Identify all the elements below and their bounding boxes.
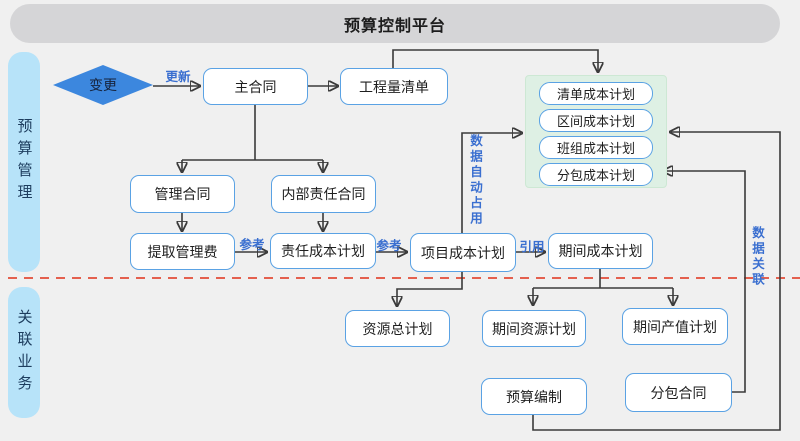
node-budget-compile: 预算编制: [481, 378, 587, 415]
node-period-output-plan: 期间产值计划: [622, 308, 728, 345]
section-label-budget-management: 预算管理: [8, 52, 40, 272]
edge-label-data-link: 数据关联: [750, 226, 764, 288]
cost-plan-group: 清单成本计划 区间成本计划 班组成本计划 分包成本计划: [525, 75, 667, 188]
node-period-resource-plan: 期间资源计划: [482, 310, 586, 347]
edge-subcontract-to-subplan: [664, 171, 746, 393]
node-boq: 工程量清单: [340, 68, 448, 105]
page-title: 预算控制平台: [10, 4, 780, 43]
edge-label-ref-2: 参考: [376, 239, 402, 253]
change-diamond: 变更: [53, 65, 153, 105]
node-project-cost-plan: 项目成本计划: [410, 233, 516, 272]
edge-label-auto-occupy: 数据自动占用: [468, 134, 482, 227]
node-mgmt-fee: 提取管理费: [130, 233, 235, 270]
node-subcontract-cost-plan: 分包成本计划: [539, 163, 653, 186]
node-subcontract: 分包合同: [625, 373, 732, 412]
node-range-cost-plan: 区间成本计划: [539, 109, 653, 132]
node-resource-total-plan: 资源总计划: [345, 310, 450, 347]
node-list-cost-plan: 清单成本计划: [539, 82, 653, 105]
node-main-contract: 主合同: [203, 68, 308, 105]
edge-label-update: 更新: [165, 70, 191, 84]
node-resp-cost-plan: 责任成本计划: [270, 233, 376, 269]
node-internal-contract: 内部责任合同: [271, 175, 376, 213]
edge-label-cite: 引用: [519, 240, 545, 254]
node-crew-cost-plan: 班组成本计划: [539, 136, 653, 159]
node-mgmt-contract: 管理合同: [130, 175, 235, 213]
edge-label-ref-1: 参考: [239, 238, 265, 252]
section-label-related-business: 关联业务: [8, 287, 40, 418]
section-divider-dashed: [8, 277, 800, 279]
node-period-cost-plan: 期间成本计划: [548, 233, 653, 269]
